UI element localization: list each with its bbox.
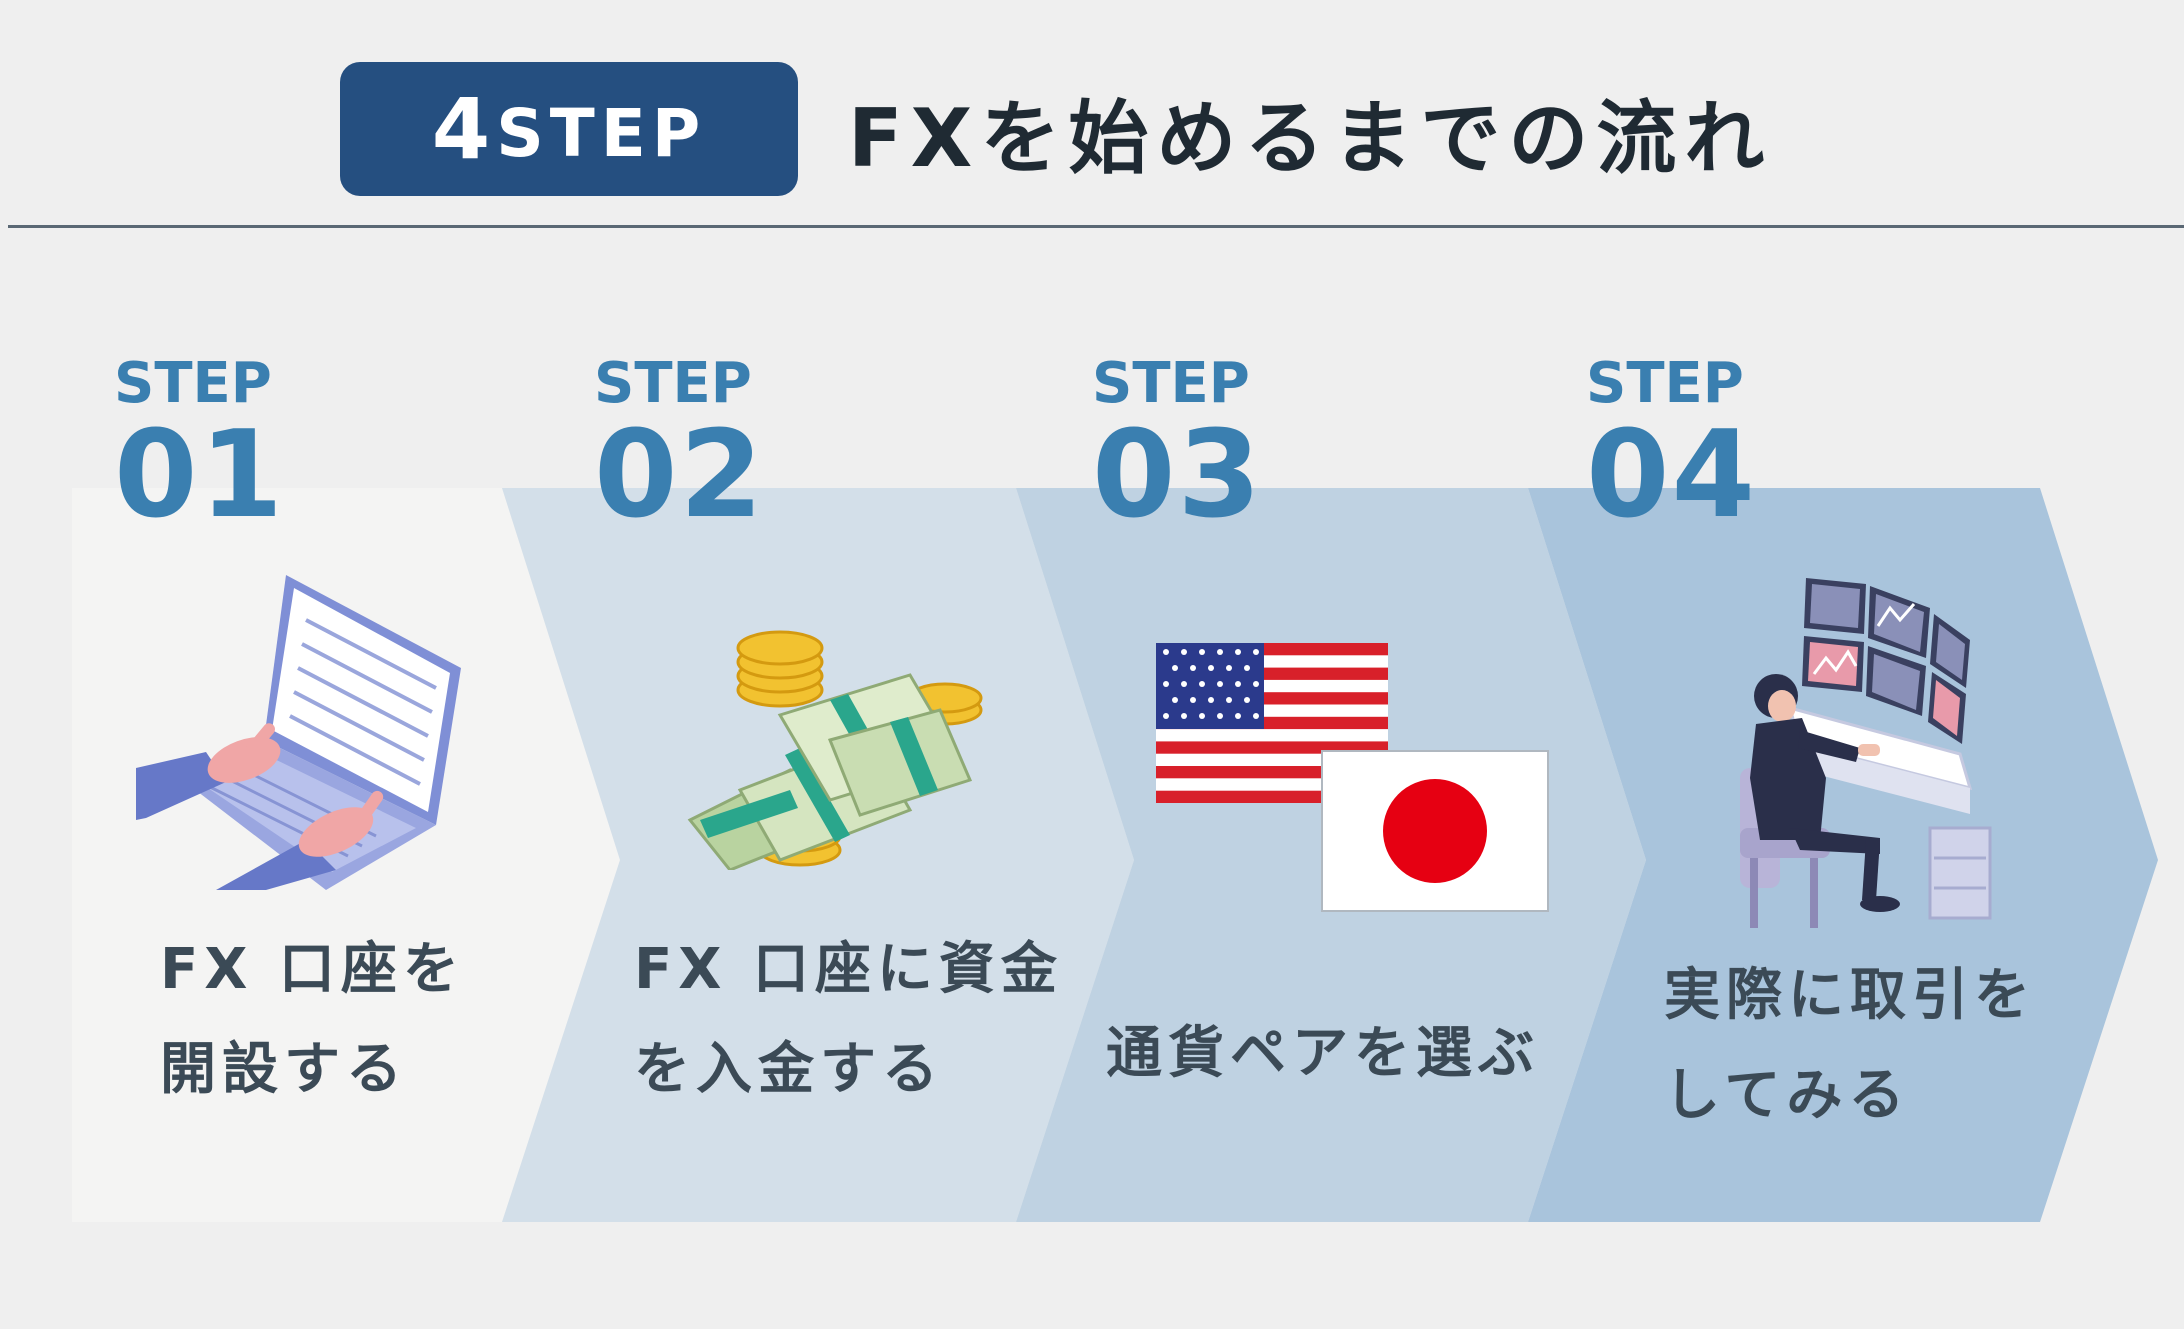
badge-word: STEP — [496, 95, 707, 172]
step-heading-4: STEP 04 — [1586, 351, 1757, 545]
step-number: 02 — [594, 406, 765, 545]
step-count-badge: 4 STEP — [340, 62, 798, 196]
step-heading-3: STEP 03 — [1092, 351, 1263, 545]
laptop-typing-illustration — [136, 575, 461, 890]
step-label-4: 実際に取引を してみる — [1664, 946, 2036, 1146]
step-word: STEP — [594, 351, 752, 416]
step-word: STEP — [114, 351, 272, 416]
step-label-2: FX 口座に資金 を入金する — [634, 920, 1063, 1120]
step-label-3: 通貨ペアを選ぶ — [1106, 1004, 1540, 1104]
step-word: STEP — [1586, 351, 1744, 416]
header-divider — [8, 225, 2184, 228]
step-heading-2: STEP 02 — [594, 351, 765, 545]
step-label-1: FX 口座を 開設する — [160, 920, 465, 1120]
japan-flag — [1321, 750, 1549, 912]
step-label-line: を入金する — [634, 1037, 944, 1102]
step-label-line: 通貨ペアを選ぶ — [1106, 1021, 1540, 1086]
money-coins-illustration — [687, 630, 983, 870]
page-title: FXを始めるまでの流れ — [848, 92, 1773, 185]
step-label-line: FX 口座を — [160, 937, 465, 1002]
step-label-line: してみる — [1664, 1063, 1911, 1128]
step-number: 01 — [114, 406, 285, 545]
step-number: 03 — [1092, 406, 1263, 545]
step-label-line: FX 口座に資金 — [634, 937, 1063, 1002]
step-label-line: 実際に取引を — [1664, 963, 2036, 1028]
us-flag — [1156, 643, 1388, 803]
trader-monitors-illustration — [1740, 578, 1992, 928]
step-heading-1: STEP 01 — [114, 351, 285, 545]
step-label-line: 開設する — [160, 1037, 408, 1102]
step-word: STEP — [1092, 351, 1250, 416]
usa-japan-flags-illustration — [1156, 643, 1549, 912]
step-panel-4 — [1528, 488, 2158, 1222]
step-number: 04 — [1586, 406, 1757, 545]
badge-number: 4 — [431, 80, 491, 178]
